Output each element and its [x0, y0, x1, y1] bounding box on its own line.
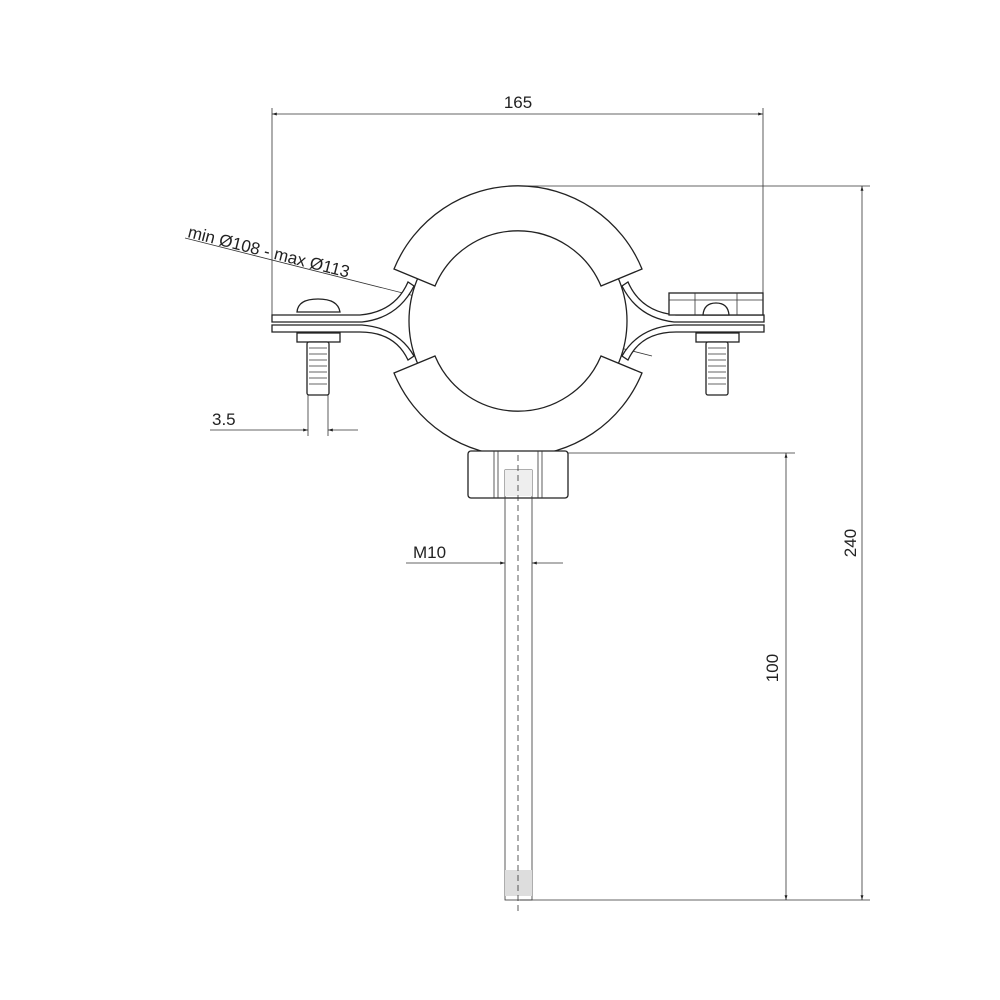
- threaded-rod: [504, 455, 533, 915]
- left-bolt: [296, 298, 341, 396]
- extension-lines: [271, 108, 870, 901]
- diameter-label: min Ø108 - max Ø113: [186, 222, 352, 281]
- thread-label: M10: [413, 543, 446, 562]
- rubber-insert-bottom: [393, 355, 643, 457]
- bolt-label: 3.5: [212, 410, 236, 429]
- rod-length-label: 100: [763, 654, 782, 682]
- width-label: 165: [504, 93, 532, 112]
- rubber-insert-top: [393, 185, 643, 287]
- height-label: 240: [841, 529, 860, 557]
- right-bolt: [668, 292, 764, 396]
- clamp-band: [271, 281, 765, 361]
